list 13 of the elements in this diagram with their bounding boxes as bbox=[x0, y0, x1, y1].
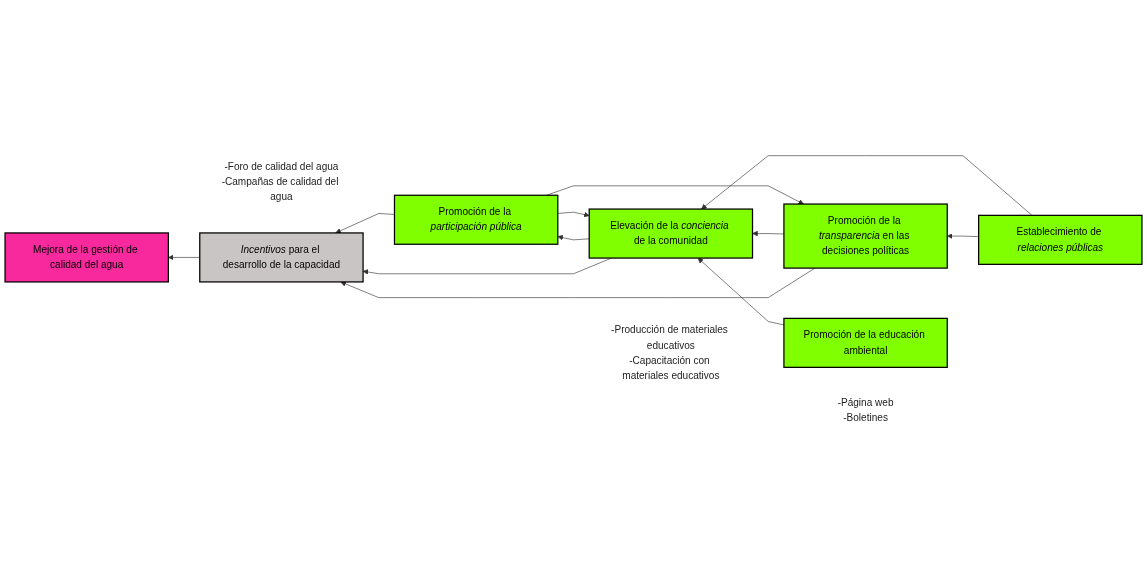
node-label: -Campañas de calidad del agua bbox=[221, 176, 339, 203]
node-box bbox=[978, 214, 1143, 265]
node-label: -Boletines bbox=[843, 412, 888, 424]
node-box bbox=[783, 203, 948, 269]
node-label: -Producción de materiales educativos bbox=[611, 324, 728, 351]
node-box bbox=[588, 208, 754, 259]
node-box bbox=[199, 232, 364, 283]
node-label: -Foro de calidad del agua bbox=[224, 161, 339, 172]
node-label: -Página web bbox=[837, 397, 894, 409]
node-box bbox=[393, 194, 559, 245]
node-box bbox=[783, 317, 948, 368]
node-box bbox=[4, 232, 169, 283]
node-label: -Capacitación con materiales educativos bbox=[622, 354, 720, 381]
